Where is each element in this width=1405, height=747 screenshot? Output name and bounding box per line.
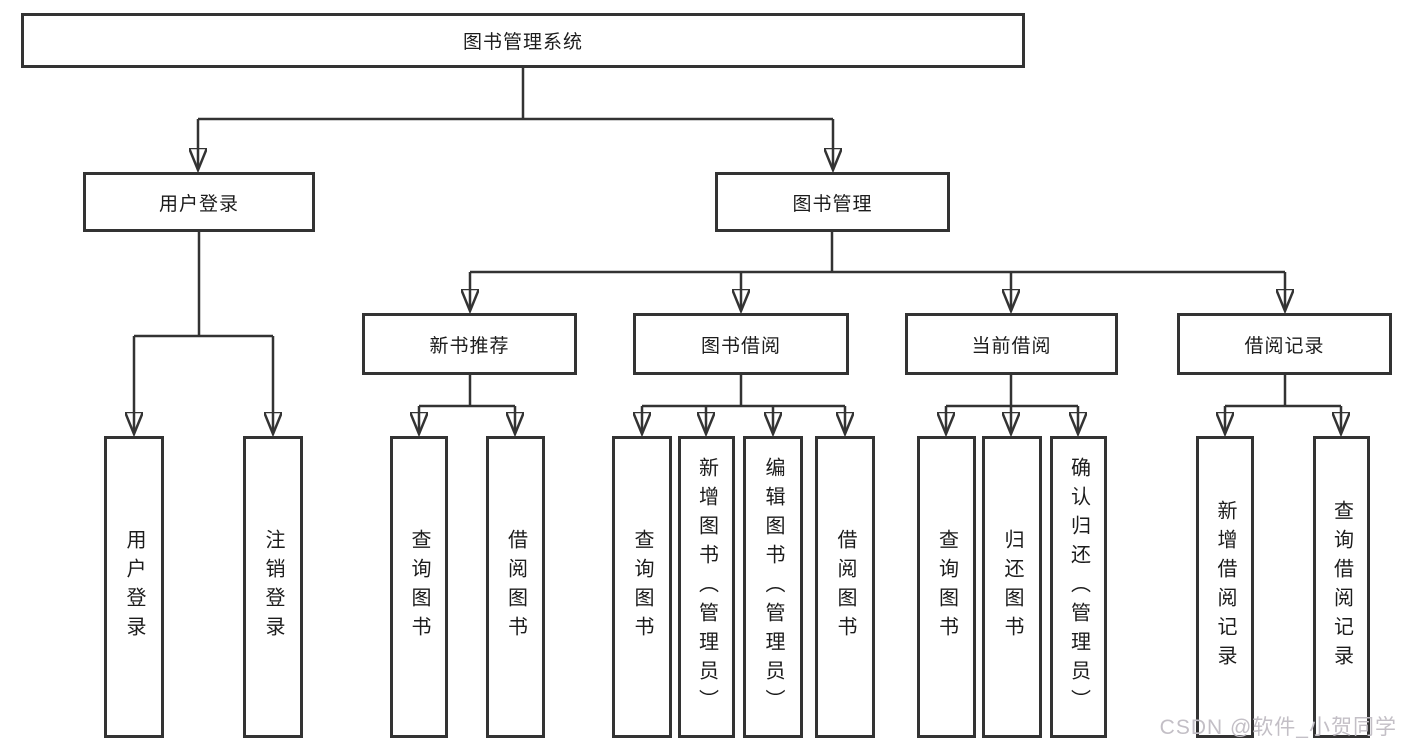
node-borrow-records: 借阅记录 (1177, 313, 1392, 375)
node-book-management: 图书管理 (715, 172, 950, 232)
leaf-user-login: 用户登录 (104, 436, 164, 738)
leaf-add-borrow-record: 新增借阅记录 (1196, 436, 1254, 738)
node-current-borrow: 当前借阅 (905, 313, 1118, 375)
watermark: CSDN @软件_小贺同学 (1159, 716, 1397, 739)
leaf-logout: 注销登录 (243, 436, 303, 738)
leaf-edit-book-admin: 编辑图书（管理员） (743, 436, 803, 738)
leaf-add-book-admin: 新增图书（管理员） (678, 436, 735, 738)
leaf-return-books: 归还图书 (982, 436, 1042, 738)
node-library-system: 图书管理系统 (21, 13, 1025, 68)
leaf-query-borrow-record: 查询借阅记录 (1313, 436, 1370, 738)
leaf-query-books-recommend: 查询图书 (390, 436, 448, 738)
leaf-borrow-books: 借阅图书 (815, 436, 875, 738)
leaf-query-books-borrow: 查询图书 (612, 436, 672, 738)
leaf-confirm-return-admin: 确认归还（管理员） (1050, 436, 1107, 738)
node-book-borrow: 图书借阅 (633, 313, 849, 375)
leaf-query-books-current: 查询图书 (917, 436, 976, 738)
node-new-book-recommend: 新书推荐 (362, 313, 577, 375)
leaf-borrow-books-recommend: 借阅图书 (486, 436, 545, 738)
node-user-login: 用户登录 (83, 172, 315, 232)
